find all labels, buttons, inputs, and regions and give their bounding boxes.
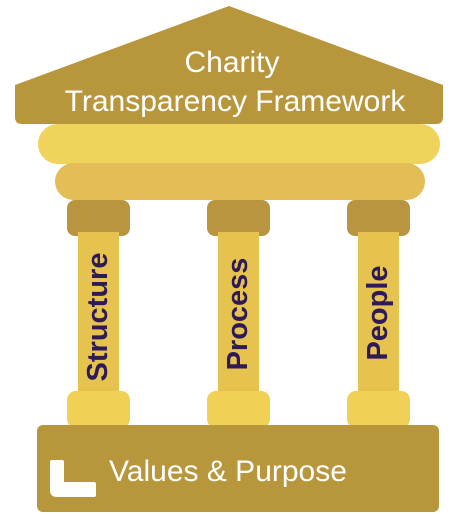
title-line-2: Transparency Framework [65,85,407,118]
foundation-label: Values & Purpose [109,455,347,488]
pillar-label: Process [222,258,254,371]
pillar-label: Structure [82,253,114,382]
pillar-process: Process [207,200,270,428]
pillar-capital [67,200,130,236]
foundation-block [37,425,439,512]
pillar-label: People [362,265,394,360]
pillar-capital [207,200,270,236]
pillar-column [218,232,259,397]
pillar-base [347,391,410,428]
pillar-base [67,391,130,428]
pillar-people: People [347,200,410,428]
pillar-structure: Structure [67,200,130,428]
pillar-capital [347,200,410,236]
lower-beam [55,163,425,200]
corner-bracket-icon [50,460,96,497]
roof [15,6,443,124]
title-line-1: Charity [184,46,279,79]
pillar-column [358,232,399,397]
pillar-column [78,232,119,397]
pillar-base [207,391,270,428]
upper-beam [38,124,440,164]
